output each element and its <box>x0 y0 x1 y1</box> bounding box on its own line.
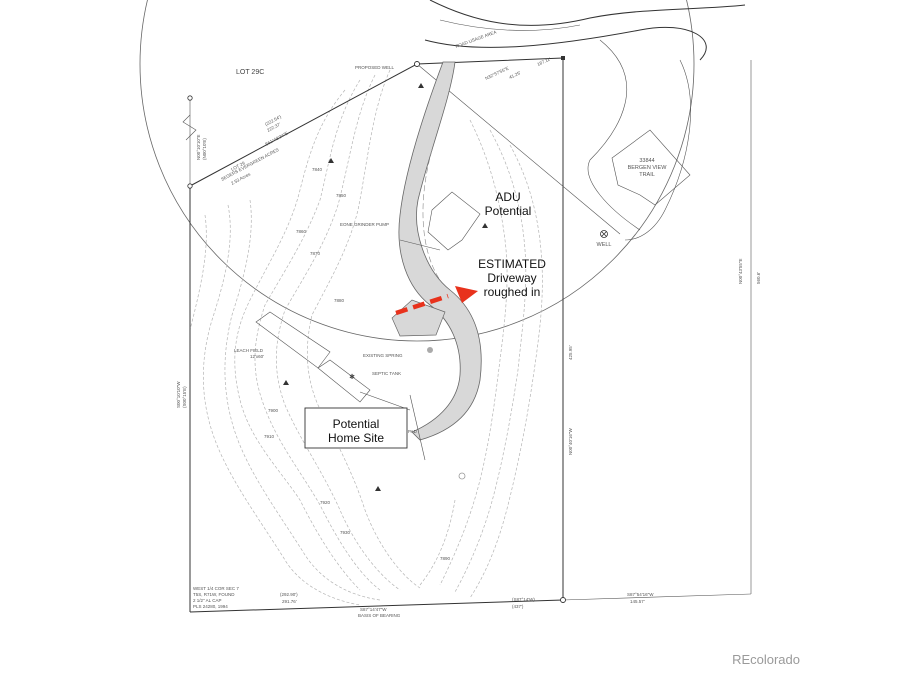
contour-label: 7860 <box>296 229 307 234</box>
contour-label: 7930 <box>340 530 351 535</box>
road-area <box>424 0 746 241</box>
grinder-pump-label: EONE GRINDER PUMP <box>340 222 389 227</box>
driveway <box>391 61 482 441</box>
contour-lines <box>189 69 543 606</box>
west-bearing-1: N00°10'10"E <box>196 134 201 160</box>
south-bearing-distance: 291.76' <box>282 599 297 604</box>
home-site-subtitle: Home Site <box>328 431 384 445</box>
west-bearing-2: (N00°10'E) <box>202 138 207 160</box>
estimated-annotation-line-2: Driveway <box>487 271 536 285</box>
corner-note-3: 2 1/2" AL CAP <box>193 598 221 603</box>
leach-field <box>255 311 411 411</box>
neighbor-address-street: BERGEN VIEW <box>628 165 668 171</box>
south-distance-2: 145.57' <box>630 599 645 604</box>
south-bearing-record: (292.90') <box>280 592 298 597</box>
home-site-box <box>304 407 408 449</box>
well-symbol: WELL <box>597 230 612 248</box>
home-pad-label: PAD <box>408 429 418 434</box>
road-distance-2: 187.11' <box>536 56 551 67</box>
neighbor-house: 33844 BERGEN VIEW TRAIL <box>611 129 691 206</box>
west-bearing-3: S00°10'10"W <box>176 381 181 408</box>
proposed-well-label: PROPOSED WELL <box>355 65 395 70</box>
estimated-annotation-line-3: roughed in <box>484 285 541 299</box>
estimated-driveway-marker <box>395 286 478 316</box>
road-bearing: N32°57'55"E <box>484 66 509 81</box>
basis-of-bearing: BASIS OF BEARING <box>358 613 401 618</box>
septic-tank-label: SEPTIC TANK <box>372 371 401 376</box>
contour-label: 7910 <box>264 434 275 439</box>
east-inner-bearing: N00°40'16"W <box>568 427 573 455</box>
lot-29-label: LOT 29 <box>230 160 246 172</box>
well-label: WELL <box>597 242 612 248</box>
south-bearing-2: S87°54'16"W <box>627 592 654 597</box>
neighbor-address-suffix: TRAIL <box>639 172 655 178</box>
contour-label: 7900 <box>268 408 279 413</box>
west-bearing-4: (S00°15'E) <box>182 386 187 408</box>
contour-label: 7890 <box>440 556 451 561</box>
leach-field-label: LEACH FIELD <box>234 348 264 353</box>
estimated-annotation-title: ESTIMATED <box>478 257 546 271</box>
leach-field-size: 12'x60' <box>250 354 264 359</box>
adu-annotation-subtitle: Potential <box>485 204 532 218</box>
south-bearing-record-2: (S87°14'W) <box>512 597 535 602</box>
south-distance-record: (437') <box>512 604 524 609</box>
adu-footprint <box>399 191 481 251</box>
home-site-title: Potential <box>333 417 380 431</box>
corner-note-2: T5S, R71W, FOUND <box>193 592 235 597</box>
lot-29c-label: LOT 29C <box>236 69 264 76</box>
well-radius-circle <box>139 0 695 342</box>
contour-label: 7840 <box>312 167 323 172</box>
contour-label: 7920 <box>320 500 331 505</box>
adu-annotation-title: ADU <box>495 190 520 204</box>
spring-symbol: ✱ <box>349 373 355 381</box>
road-usage-label: ROAD USAGE AREA <box>455 29 497 48</box>
east-outer-bearing: N00°43'55"E <box>738 258 743 284</box>
north-bearing-distance: 222.37' <box>266 122 281 133</box>
east-inner-distance: 425.95' <box>568 345 573 360</box>
corner-note-1: WEST 1/4 COR SEC 7 <box>193 586 239 591</box>
contour-label: 7870 <box>310 251 321 256</box>
east-outer-distance: 560.6' <box>756 272 761 284</box>
contour-label: 7880 <box>334 298 345 303</box>
existing-spring-label: EXISTING SPRING <box>363 353 403 358</box>
watermark: REcolorado <box>732 652 800 667</box>
neighbor-address-number: 33844 <box>639 158 654 164</box>
contour-label: 7850 <box>336 193 347 198</box>
road-distance: 41.25' <box>508 70 521 80</box>
terrain-symbols: ✱ <box>187 56 566 603</box>
south-bearing: S87°14'47"W <box>360 607 387 612</box>
corner-note-4: PLS 24280, 1994 <box>193 604 228 609</box>
property-boundary <box>182 57 752 613</box>
